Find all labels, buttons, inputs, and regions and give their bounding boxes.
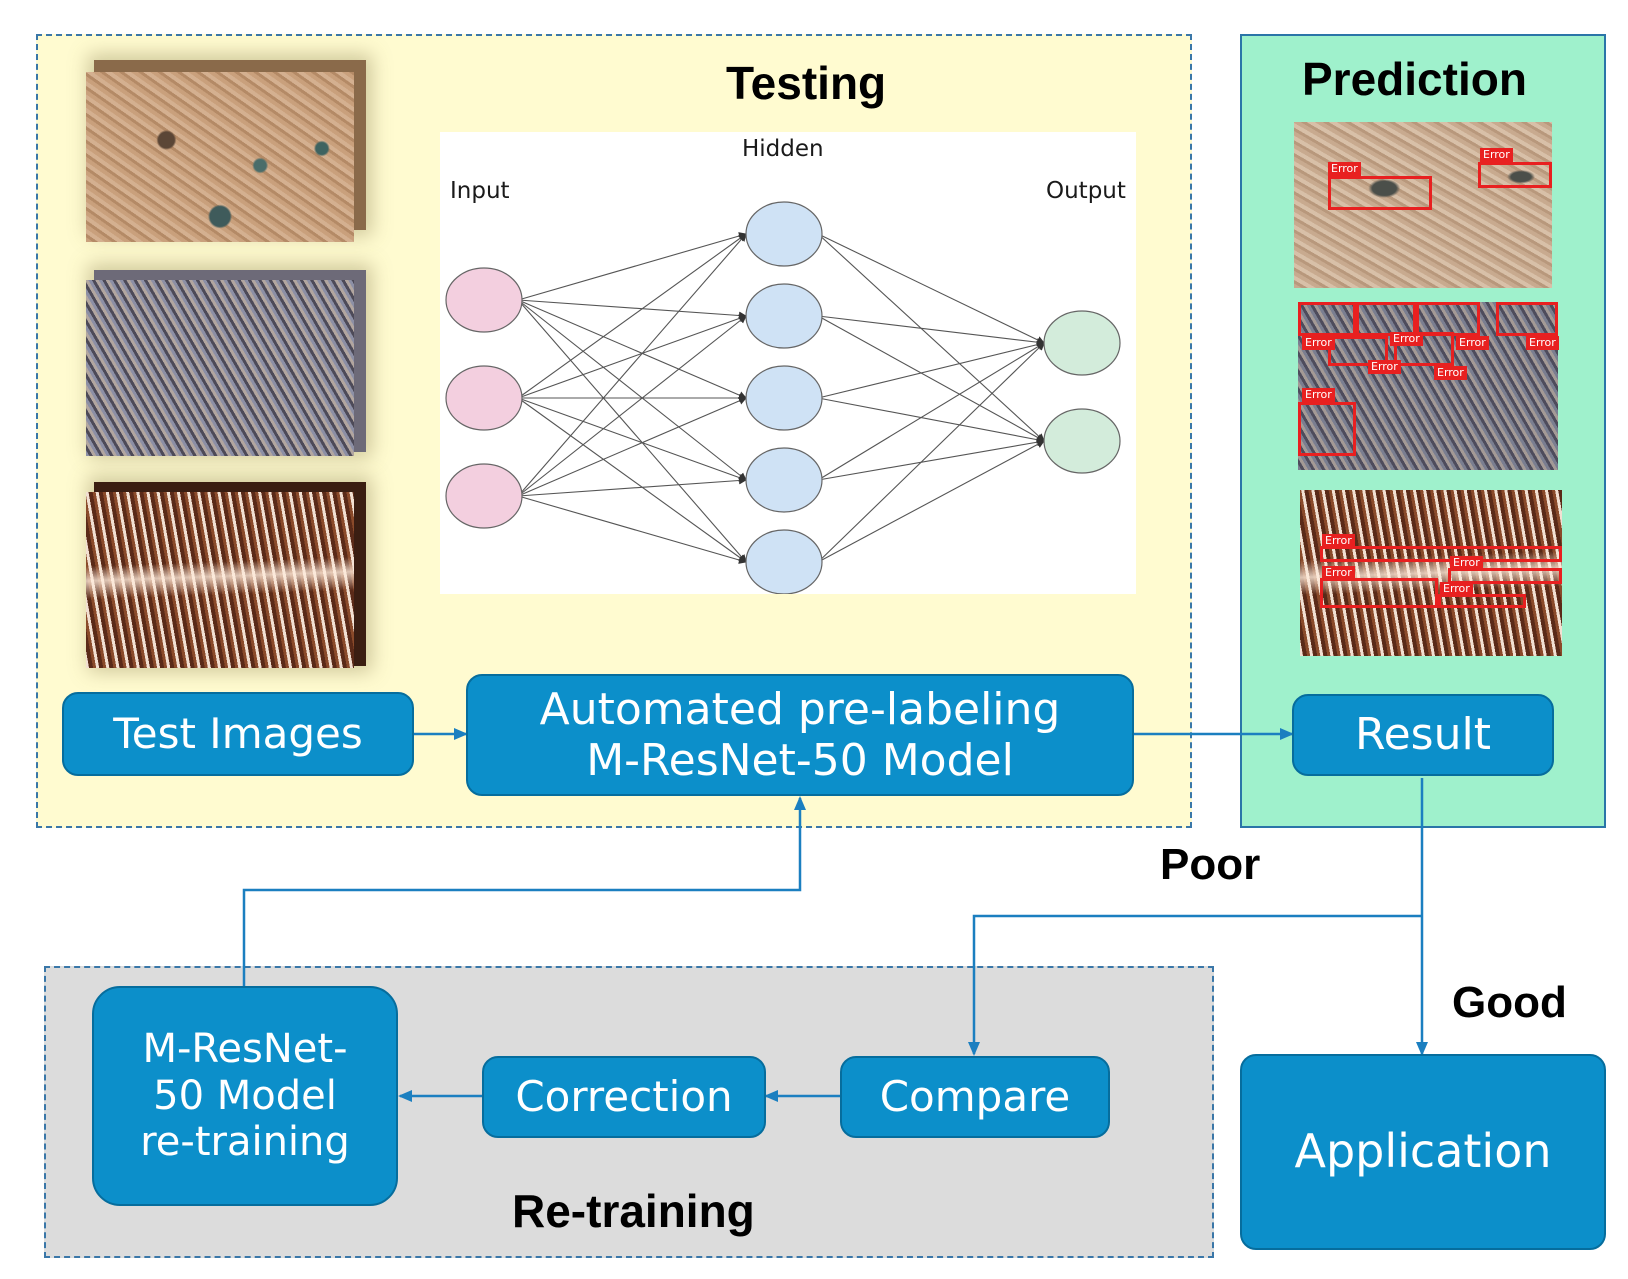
good-label: Good xyxy=(1452,978,1567,1027)
compare-box[interactable]: Compare xyxy=(840,1056,1110,1138)
nn-connection xyxy=(517,299,747,481)
output-layer-label: Output xyxy=(1046,178,1126,204)
input-layer-label: Input xyxy=(450,178,510,204)
nn-connection xyxy=(517,397,747,563)
nn-connection xyxy=(518,314,747,399)
nn-connection xyxy=(518,232,747,301)
nn-connection xyxy=(817,342,1045,563)
hidden-node xyxy=(745,447,823,513)
result-box[interactable]: Result xyxy=(1292,694,1554,776)
retraining-model-box[interactable]: M-ResNet- 50 Model re-training xyxy=(92,986,398,1206)
error-box xyxy=(1298,402,1356,456)
input-node xyxy=(445,365,523,431)
nn-connection xyxy=(818,397,1045,444)
error-label: Error xyxy=(1322,566,1355,580)
error-label: Error xyxy=(1390,332,1423,346)
error-label: Error xyxy=(1456,336,1489,350)
nn-connection xyxy=(517,315,747,497)
nn-connection xyxy=(517,233,747,399)
prediction-title: Prediction xyxy=(1302,53,1527,105)
error-box xyxy=(1448,568,1562,584)
output-node xyxy=(1043,408,1121,474)
retraining-title: Re-training xyxy=(512,1185,755,1237)
error-box xyxy=(1320,578,1438,608)
nn-connection xyxy=(517,299,747,563)
nn-connection xyxy=(817,342,1045,481)
hidden-node xyxy=(745,529,823,595)
nn-connection xyxy=(817,233,1045,442)
nn-connection xyxy=(818,438,1045,481)
error-box xyxy=(1298,302,1356,336)
hidden-node xyxy=(745,365,823,431)
error-label: Error xyxy=(1322,534,1355,548)
prediction-image-2: Error Error Error Error Error Error Erro… xyxy=(1298,302,1559,470)
test-images-box[interactable]: Test Images xyxy=(62,692,414,776)
error-box xyxy=(1328,336,1388,366)
prediction-image-1: Error Error xyxy=(1294,122,1552,288)
error-label: Error xyxy=(1302,336,1335,350)
model-box[interactable]: Automated pre-labeling M-ResNet-50 Model xyxy=(466,674,1134,796)
error-box xyxy=(1394,332,1454,366)
nn-connection xyxy=(818,340,1045,399)
error-box xyxy=(1478,162,1552,188)
input-node xyxy=(445,267,523,333)
error-label: Error xyxy=(1328,162,1361,176)
poor-label: Poor xyxy=(1160,840,1261,889)
error-box xyxy=(1356,302,1416,336)
error-box xyxy=(1438,594,1526,608)
error-label: Error xyxy=(1368,360,1401,374)
error-box xyxy=(1416,302,1480,336)
nn-connection xyxy=(817,440,1045,563)
hidden-node xyxy=(745,283,823,349)
error-label: Error xyxy=(1480,148,1513,162)
nn-connection xyxy=(517,397,747,497)
testing-title: Testing xyxy=(726,57,887,109)
input-node xyxy=(445,463,523,529)
error-label: Error xyxy=(1526,336,1559,350)
neural-network-diagram: Input Hidden Output xyxy=(440,132,1136,595)
nn-connection xyxy=(518,299,747,320)
nn-connection xyxy=(517,233,747,497)
error-box xyxy=(1320,546,1562,562)
application-box[interactable]: Application xyxy=(1240,1054,1606,1250)
hidden-layer-label: Hidden xyxy=(742,136,824,162)
neural-network-graph xyxy=(445,201,1121,595)
nn-connection xyxy=(518,476,747,497)
nn-connection xyxy=(818,315,1045,347)
nn-connection xyxy=(518,397,747,482)
error-box xyxy=(1328,176,1432,210)
error-label: Error xyxy=(1434,366,1467,380)
prediction-image-3: Error Error Error Error xyxy=(1300,490,1562,656)
nn-connection xyxy=(518,495,747,564)
hidden-node xyxy=(745,201,823,267)
output-node xyxy=(1043,310,1121,376)
nn-connection xyxy=(517,299,747,399)
error-box xyxy=(1496,302,1558,336)
correction-box[interactable]: Correction xyxy=(482,1056,766,1138)
error-label: Error xyxy=(1302,388,1335,402)
error-label: Error xyxy=(1450,556,1483,570)
nn-connection xyxy=(817,315,1045,442)
nn-connection xyxy=(817,233,1045,344)
error-label: Error xyxy=(1440,582,1473,596)
